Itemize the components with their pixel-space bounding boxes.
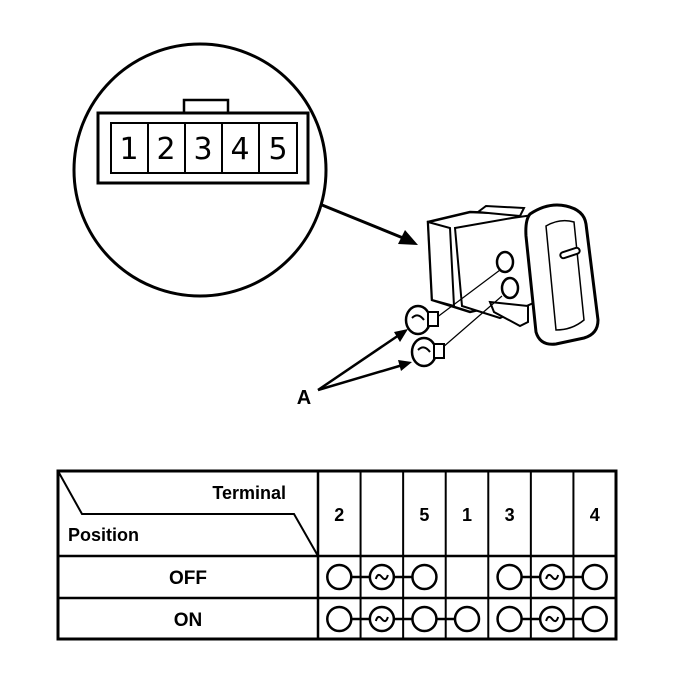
callout-a: A: [297, 329, 412, 409]
bulb-icon: [545, 573, 560, 581]
terminal-circle: [581, 563, 608, 591]
magnifier-circle: [72, 42, 328, 298]
terminal-circle: [326, 563, 353, 591]
header-terminal: Terminal: [212, 483, 286, 503]
screw-lower: [410, 295, 503, 368]
terminal-circle: [326, 605, 353, 633]
screw-upper: [404, 269, 501, 336]
terminal-circle: [411, 563, 438, 591]
terminal-circle: [411, 605, 438, 633]
terminal-circle: [453, 605, 481, 633]
bulb-icon: [374, 573, 389, 581]
bulb-icon: [374, 615, 389, 623]
position-label: ON: [174, 610, 203, 631]
pin-label: 5: [268, 132, 287, 167]
terminal-label: 3: [505, 505, 515, 525]
terminal-circle: [496, 563, 523, 591]
continuity-table: Terminal Position 2 5 1 3 4 OFF ON: [56, 469, 618, 641]
bulb-icon: [545, 615, 560, 623]
position-label: OFF: [169, 568, 207, 589]
header-position: Position: [68, 525, 139, 545]
connector-pin-block: [110, 122, 298, 174]
callout-label: A: [297, 387, 311, 409]
terminal-label: 2: [334, 505, 344, 525]
pin-label: 2: [156, 132, 175, 167]
pin-label: 4: [230, 132, 249, 167]
pin-label: 1: [119, 132, 138, 167]
pointer-arrow: [321, 203, 418, 245]
terminal-circle: [581, 605, 608, 633]
terminal-label: 1: [462, 505, 472, 525]
switch-assembly: [426, 203, 600, 346]
connector-detail: 1 2 3 4 5: [72, 42, 328, 298]
terminal-label: 5: [419, 505, 429, 525]
header-diagonal: [57, 470, 319, 557]
terminal-circle: [496, 605, 523, 633]
connector-housing: [96, 111, 310, 185]
terminal-label: 4: [590, 505, 600, 525]
pin-label: 3: [193, 132, 212, 167]
